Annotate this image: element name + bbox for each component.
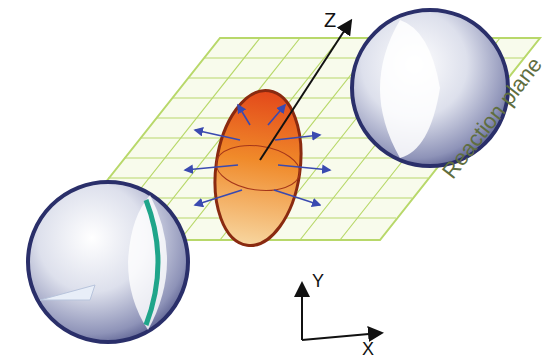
flow-arrows	[185, 105, 330, 205]
axes	[260, 22, 380, 340]
axis-label: Y	[312, 272, 324, 290]
axis-label: X	[362, 340, 374, 358]
axis-label: Z	[324, 10, 336, 30]
left-nucleus	[28, 182, 188, 342]
overlap-region	[206, 85, 311, 251]
